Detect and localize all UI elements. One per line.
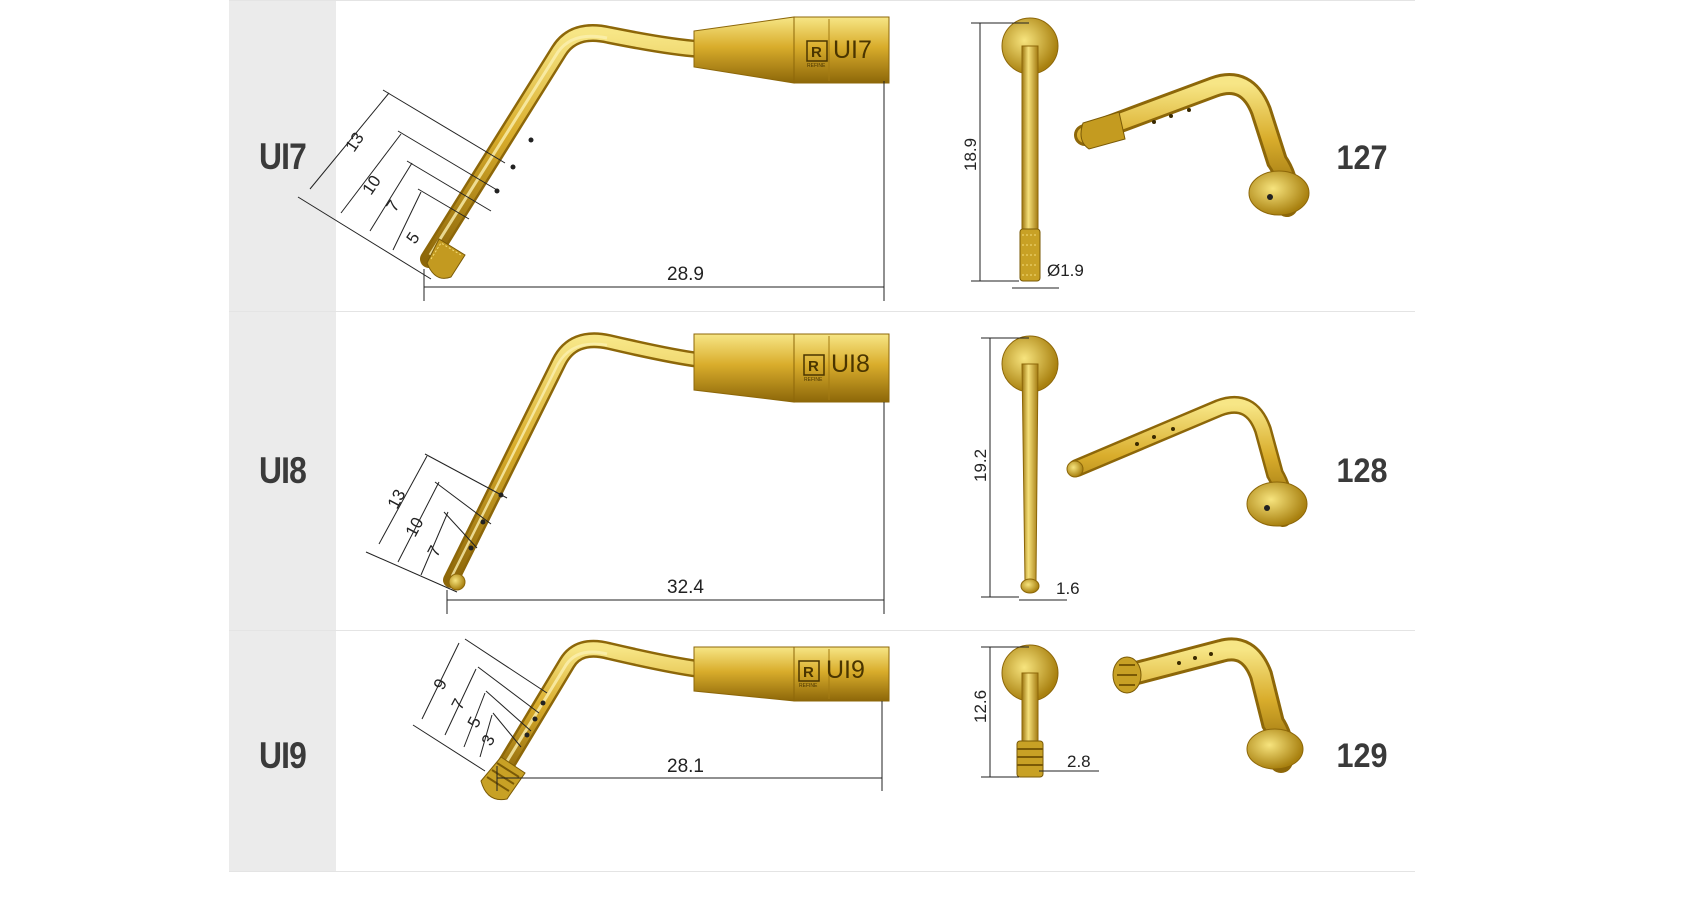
- height-label: 19.2: [971, 449, 990, 482]
- depth-mark-label: 5: [464, 714, 485, 731]
- brand-mark: R: [808, 358, 819, 375]
- product-code: 127: [1336, 139, 1388, 177]
- insert-perspective-view-icon: [1112, 637, 1304, 773]
- brand-text: REFINE: [807, 63, 826, 69]
- label-band: [229, 1, 336, 311]
- insert-front-view-icon: [1001, 335, 1059, 594]
- bottom-separator: [229, 871, 1415, 872]
- insert-side-view: R REFINE UI7: [420, 16, 890, 279]
- insert-front-view-icon: [1001, 17, 1059, 282]
- depth-mark-label: 9: [430, 676, 451, 693]
- top-separator: [229, 0, 1415, 1]
- depth-mark-label: 5: [403, 229, 424, 247]
- length-dimension: [496, 701, 883, 791]
- insert-diagram: R REFINE UI7 13: [297, 16, 1310, 301]
- depth-mark-label: 7: [448, 696, 469, 713]
- label-band: [229, 312, 336, 630]
- insert-perspective-view-icon: [1066, 395, 1308, 527]
- length-dimension: [423, 81, 885, 301]
- depth-mark-label: 13: [342, 129, 368, 155]
- height-dimension: [981, 337, 1067, 601]
- depth-mark-label: 3: [478, 732, 499, 749]
- tip-diameter-label: Ø1.9: [1047, 261, 1084, 280]
- height-label: 12.6: [971, 690, 990, 723]
- model-label: UI7: [259, 136, 307, 177]
- etched-model: UI9: [826, 656, 865, 684]
- product-code: 128: [1336, 452, 1388, 490]
- depth-mark-label: 10: [402, 514, 428, 540]
- depth-mark-label: 7: [383, 197, 404, 215]
- length-label: 28.1: [667, 756, 704, 777]
- etched-model: UI7: [833, 36, 872, 64]
- row-ui7: UI7 127: [229, 1, 1415, 311]
- row-separator: [229, 630, 1415, 631]
- depth-dimension-lines: [412, 638, 548, 772]
- model-label: UI8: [259, 450, 307, 491]
- insert-diagram: R REFINE UI8 13 10 7: [365, 332, 1308, 614]
- label-band: [229, 631, 336, 871]
- row-ui8: UI8 128 R: [229, 312, 1415, 630]
- depth-dimension-lines: [297, 89, 506, 280]
- row-ui9: UI9 129 R: [229, 631, 1415, 871]
- brand-text: REFINE: [799, 683, 818, 689]
- length-label: 28.9: [667, 264, 704, 285]
- tip-diameter-label: 1.6: [1056, 579, 1080, 598]
- tip-diameter-label: 2.8: [1067, 752, 1091, 771]
- depth-mark-label: 7: [424, 543, 445, 560]
- brand-mark: R: [811, 44, 822, 61]
- etched-model: UI8: [831, 350, 870, 378]
- product-code: 129: [1336, 737, 1388, 775]
- depth-dimension-lines: [365, 453, 508, 593]
- insert-front-view-icon: [1001, 644, 1059, 778]
- height-dimension: [971, 22, 1059, 289]
- brand-mark: R: [803, 664, 814, 681]
- brand-text: REFINE: [804, 377, 823, 383]
- length-dimension: [446, 402, 885, 614]
- model-label: UI9: [259, 735, 307, 776]
- row-separator: [229, 311, 1415, 312]
- insert-perspective-view-icon: [1074, 73, 1310, 217]
- length-label: 32.4: [667, 577, 704, 598]
- height-label: 18.9: [961, 138, 980, 171]
- insert-side-view: R REFINE UI9: [480, 639, 890, 801]
- depth-mark-label: 10: [359, 172, 385, 198]
- insert-diagram: R REFINE UI9 9 7: [412, 637, 1304, 801]
- insert-side-view: R REFINE UI8: [443, 332, 890, 591]
- height-dimension: [981, 646, 1099, 778]
- depth-mark-label: 13: [384, 486, 410, 512]
